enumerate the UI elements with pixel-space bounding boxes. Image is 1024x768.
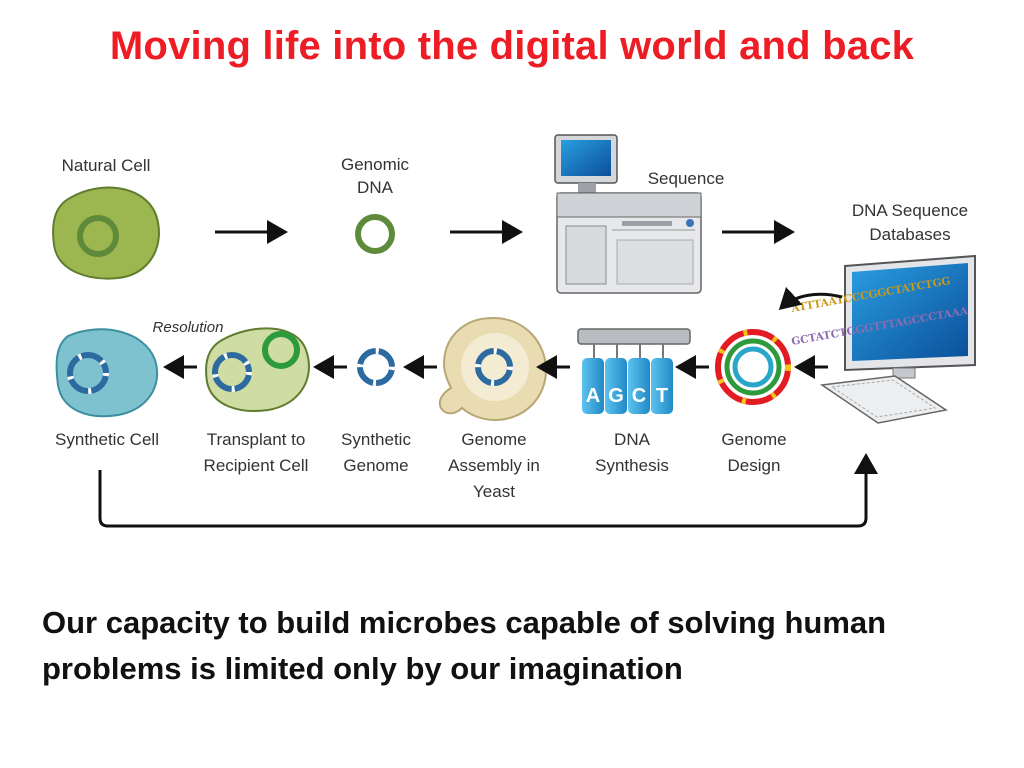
sequencer-step: Sequence bbox=[554, 134, 725, 294]
synthetic-cell-label: Synthetic Cell bbox=[55, 430, 159, 449]
genome-marker-icon bbox=[357, 348, 395, 386]
genome-assembly-step: Genome Assembly in Yeast bbox=[438, 316, 548, 501]
transplant-step: Resolution Transplant to Recipient Cell bbox=[153, 319, 310, 475]
synthetic-genome-label: Synthetic bbox=[341, 430, 411, 449]
genomic-dna-label: Genomic bbox=[341, 155, 410, 174]
databases-label: DNA Sequence bbox=[852, 201, 968, 220]
natural-cell-step: Natural Cell bbox=[52, 156, 160, 280]
genome-assembly-label: Genome bbox=[461, 430, 526, 449]
genome-assembly-label: Assembly in bbox=[448, 456, 540, 475]
base-label: A bbox=[586, 385, 600, 407]
genome-marker-icon bbox=[475, 348, 513, 386]
bottle-a-icon bbox=[582, 358, 604, 414]
synthetic-cell-step: Synthetic Cell bbox=[55, 328, 159, 449]
bottle-t-icon bbox=[651, 358, 673, 414]
genome-marker-icon bbox=[212, 352, 252, 392]
genome-marker-icon bbox=[67, 352, 109, 394]
genomic-dna-step: Genomic DNA bbox=[341, 155, 410, 254]
synthetic-genome-label: Genome bbox=[343, 456, 408, 475]
transplant-label: Transplant to bbox=[207, 430, 306, 449]
databases-label: Databases bbox=[869, 225, 950, 244]
bottle-c-icon bbox=[628, 358, 650, 414]
natural-cell-dna-icon bbox=[77, 215, 119, 257]
page-title: Moving life into the digital world and b… bbox=[109, 24, 915, 68]
bottle-g-icon bbox=[605, 358, 627, 414]
dna-synthesis-step: A G C T DNA Synthesis bbox=[577, 328, 691, 475]
dna-synthesis-label: Synthesis bbox=[595, 456, 669, 475]
base-label: C bbox=[632, 385, 646, 407]
caption-text: Our capacity to build microbes capable o… bbox=[42, 605, 887, 686]
genome-design-label: Design bbox=[728, 456, 781, 475]
curved-arrow-icon bbox=[778, 286, 843, 311]
base-label: G bbox=[608, 385, 624, 407]
genome-assembly-label: Yeast bbox=[473, 482, 515, 501]
return-loop-arrow bbox=[98, 453, 878, 528]
databases-step: DNA Sequence Databases bbox=[819, 201, 976, 424]
sequence-label: Sequence bbox=[648, 169, 725, 188]
genome-design-icon bbox=[715, 329, 791, 405]
natural-cell-label: Natural Cell bbox=[62, 156, 151, 175]
synthesizer-icon: A G C T bbox=[577, 328, 691, 414]
transplant-label: Recipient Cell bbox=[204, 456, 309, 475]
synthetic-genome-icon bbox=[357, 348, 395, 386]
genomic-dna-icon bbox=[355, 214, 395, 254]
recipient-genome-icon bbox=[262, 331, 300, 369]
resolution-label: Resolution bbox=[153, 319, 224, 336]
base-label: T bbox=[656, 385, 668, 407]
dna-synthesis-label: DNA bbox=[614, 430, 651, 449]
synthetic-genome-step: Synthetic Genome bbox=[341, 348, 411, 475]
sequencer-icon bbox=[554, 134, 702, 294]
computer-icon bbox=[819, 254, 976, 424]
natural-cell-icon bbox=[52, 186, 160, 280]
genomic-dna-label: DNA bbox=[357, 178, 394, 197]
genome-design-label: Genome bbox=[721, 430, 786, 449]
genome-design-step: Genome Design bbox=[715, 329, 791, 475]
